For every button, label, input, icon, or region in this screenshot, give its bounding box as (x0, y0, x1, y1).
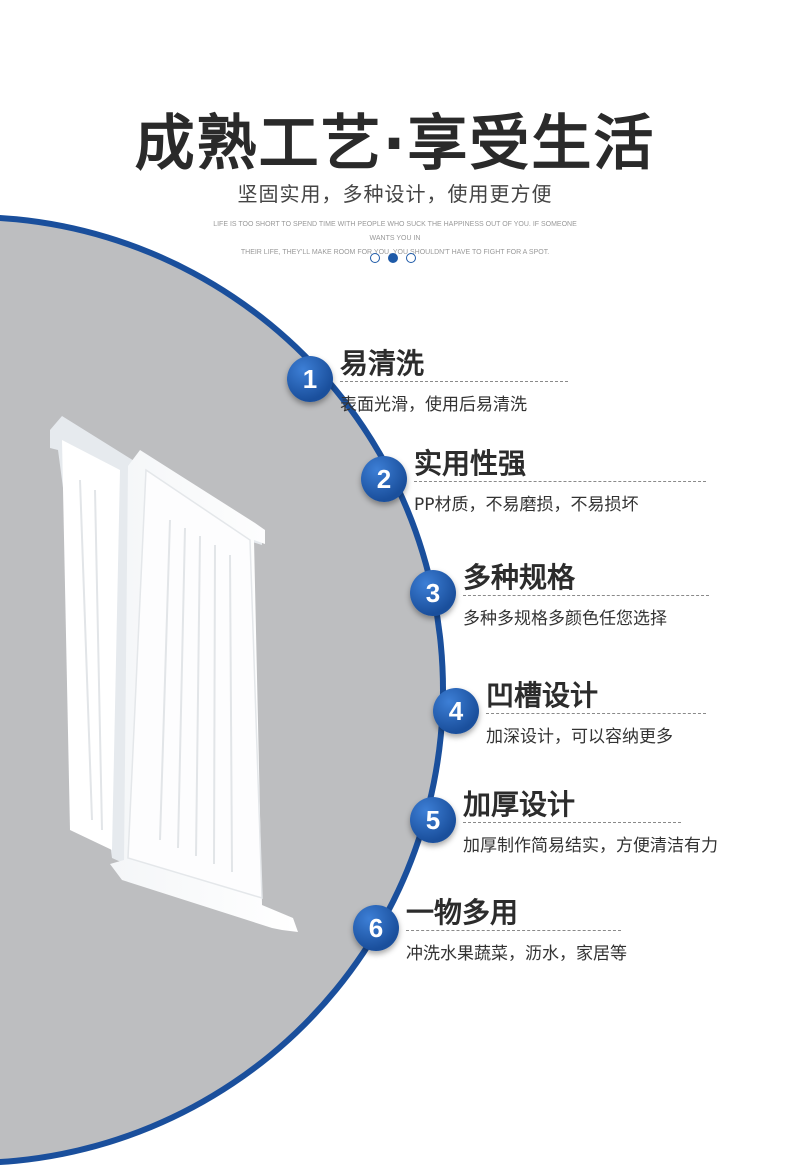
feature-title: 一物多用 (406, 896, 519, 929)
feature-title: 凹槽设计 (486, 679, 599, 712)
page-title: 成熟工艺·享受生活 (134, 109, 656, 179)
feature-divider (463, 595, 709, 596)
feature-title: 多种规格 (463, 561, 576, 594)
feature-number-badge: 5 (410, 797, 456, 843)
drain-tray-image (50, 416, 298, 932)
feature-divider (340, 381, 568, 382)
feature-divider (486, 713, 706, 714)
feature-description: 冲洗水果蔬菜，沥水，家居等 (406, 944, 627, 964)
feature-title: 加厚设计 (463, 788, 576, 821)
carousel-dots (370, 253, 422, 265)
english-tagline: LIFE IS TOO SHORT TO SPEND TIME WITH PEO… (200, 218, 590, 260)
feature-number-badge: 2 (361, 456, 407, 502)
carousel-dot[interactable] (406, 253, 416, 263)
feature-description: PP材质，不易磨损，不易损坏 (414, 495, 639, 515)
feature-title: 易清洗 (340, 347, 425, 380)
english-tagline-line-1: LIFE IS TOO SHORT TO SPEND TIME WITH PEO… (213, 221, 577, 242)
feature-divider (414, 481, 706, 482)
carousel-dot-active[interactable] (388, 253, 398, 263)
feature-description: 加厚制作简易结实，方便清洁有力 (463, 836, 718, 856)
feature-divider (463, 822, 681, 823)
carousel-dot[interactable] (370, 253, 380, 263)
feature-number-badge: 3 (410, 570, 456, 616)
feature-description: 多种多规格多颜色任您选择 (463, 609, 667, 629)
english-tagline-line-2: THEIR LIFE, THEY'LL MAKE ROOM FOR YOU. Y… (240, 249, 550, 256)
feature-number-badge: 1 (287, 356, 333, 402)
page-subtitle: 坚固实用，多种设计，使用更方便 (237, 182, 553, 206)
feature-number-badge: 6 (353, 905, 399, 951)
feature-title: 实用性强 (414, 447, 527, 480)
feature-description: 表面光滑，使用后易清洗 (340, 395, 527, 415)
feature-divider (406, 930, 621, 931)
feature-description: 加深设计，可以容纳更多 (486, 727, 673, 747)
feature-number-badge: 4 (433, 688, 479, 734)
